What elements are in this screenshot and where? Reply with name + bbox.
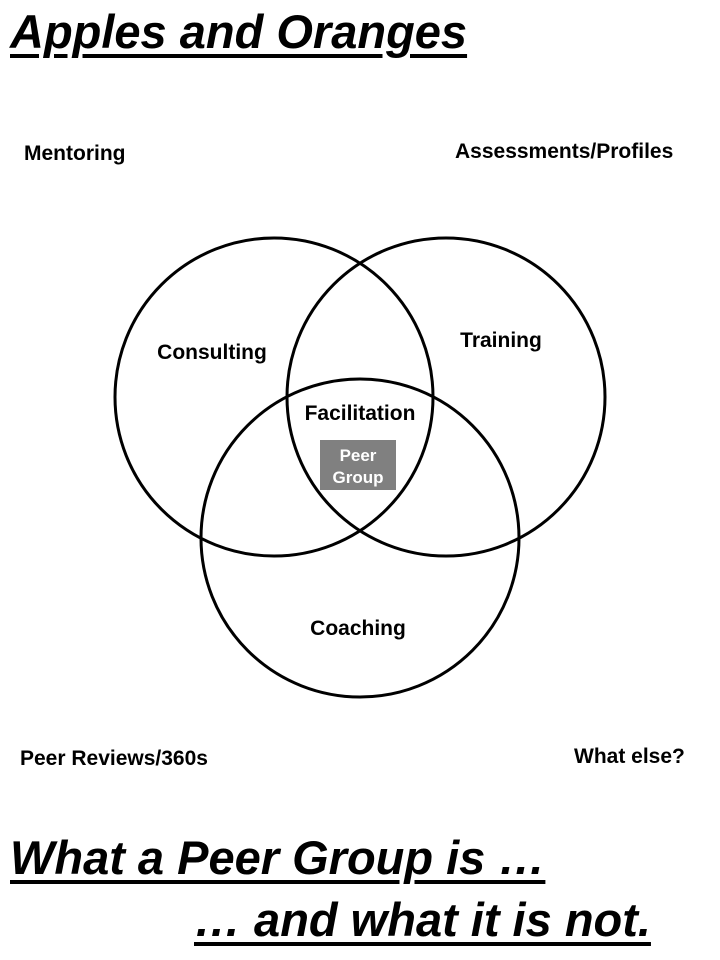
peer-reviews-label: Peer Reviews/360s — [20, 747, 208, 770]
training-circle — [285, 236, 607, 558]
peer-group-label-line2: Group — [333, 468, 384, 487]
peer-group-label-line1: Peer — [340, 446, 377, 465]
training-label: Training — [460, 329, 542, 352]
subtitle-line-1: What a Peer Group is … — [10, 831, 546, 884]
coaching-circle — [199, 377, 521, 699]
what-else-label: What else? — [574, 745, 685, 768]
mentoring-label: Mentoring — [24, 142, 126, 165]
page-title: Apples and Oranges — [10, 5, 468, 58]
facilitation-label: Facilitation — [305, 402, 416, 425]
consulting-label: Consulting — [157, 341, 267, 364]
consulting-circle — [113, 236, 435, 558]
peer-group-box — [320, 440, 396, 490]
coaching-label: Coaching — [310, 617, 406, 640]
subtitle-line-2: … and what it is not. — [194, 893, 651, 946]
assessments-profiles-label: Assessments/Profiles — [455, 140, 674, 163]
